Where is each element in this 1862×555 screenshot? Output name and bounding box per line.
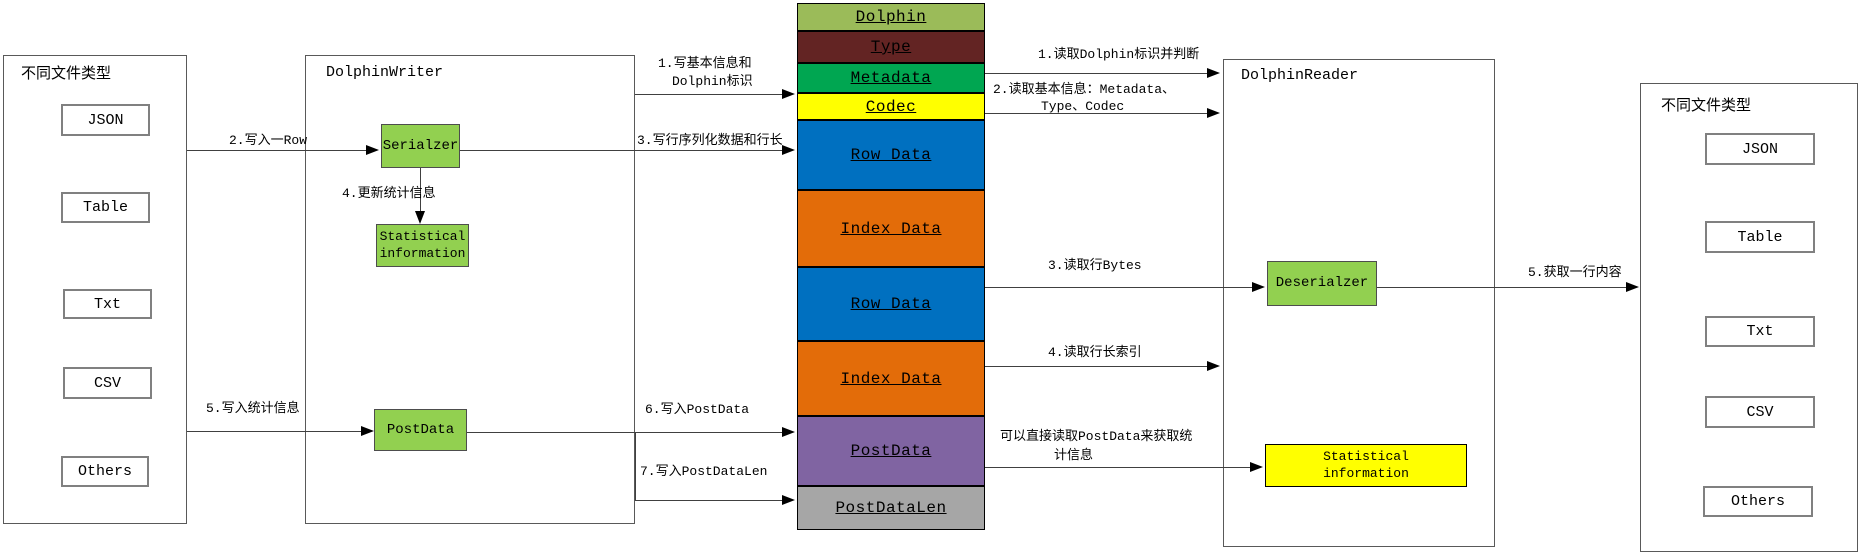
- read-step3-arrowhead: [1252, 282, 1265, 292]
- write-step6-arrow-line: [467, 432, 783, 433]
- read-step4-arrow-line: [985, 366, 1208, 367]
- read-postdata-note-line2: 计信息: [1054, 448, 1094, 463]
- read-step3-arrow-line: [985, 287, 1253, 288]
- left-file-csv: CSV: [63, 367, 152, 399]
- write-step3-arrow-line: [460, 150, 783, 151]
- write-step1-arrowhead: [782, 89, 795, 99]
- write-step2-label: 2.写入一Row: [229, 133, 308, 148]
- right-file-others: Others: [1703, 486, 1813, 517]
- right-file-txt: Txt: [1705, 316, 1815, 347]
- right-file-table: Table: [1705, 221, 1815, 253]
- stack-segment-index-data-1: Index Data: [797, 190, 985, 267]
- write-step4-arrowhead: [415, 211, 425, 224]
- read-step1-label: 1.读取Dolphin标识并判断: [1038, 47, 1200, 62]
- read-step5-arrow-line: [1377, 287, 1627, 288]
- read-step1-arrow-line: [985, 73, 1208, 74]
- write-step2-arrowhead: [366, 145, 379, 155]
- left-file-json: JSON: [61, 104, 150, 136]
- read-postdata-note-arrowhead: [1250, 462, 1263, 472]
- write-step1-arrow-line: [635, 94, 783, 95]
- reader-statistics-box: Statistical information: [1265, 444, 1467, 487]
- stack-segment-postdatalen: PostDataLen: [797, 486, 985, 530]
- write-step6-arrowhead: [782, 427, 795, 437]
- read-step5-arrowhead: [1626, 282, 1639, 292]
- write-step1-label-line2: Dolphin标识: [672, 74, 753, 89]
- write-step7-arrowhead: [782, 495, 795, 505]
- right-panel-title: 不同文件类型: [1661, 98, 1752, 115]
- read-step2-label-line1: 2.读取基本信息：Metadata、: [993, 82, 1176, 97]
- stack-segment-codec: Codec: [797, 93, 985, 120]
- read-postdata-note-line1: 可以直接读取PostData来获取统: [1000, 429, 1193, 444]
- right-file-json: JSON: [1705, 133, 1815, 165]
- write-step4-arrow-line: [420, 168, 421, 212]
- write-step7-arrow-line: [635, 500, 783, 501]
- writer-statistics-box: Statistical information: [376, 224, 469, 267]
- write-step7-label: 7.写入PostDataLen: [640, 464, 768, 479]
- read-step3-label: 3.读取行Bytes: [1048, 258, 1142, 273]
- read-step1-arrowhead: [1207, 68, 1220, 78]
- write-step7-branch-line: [635, 432, 636, 500]
- deserializer-box: Deserialzer: [1267, 261, 1377, 306]
- read-step2-arrowhead: [1207, 108, 1220, 118]
- left-file-others: Others: [61, 456, 149, 487]
- read-step4-arrowhead: [1207, 361, 1220, 371]
- reader-panel-title: DolphinReader: [1241, 67, 1359, 84]
- write-step3-label: 3.写行序列化数据和行长: [637, 133, 783, 148]
- stack-segment-row-data-2: Row Data: [797, 267, 985, 341]
- write-step4-label: 4.更新统计信息: [342, 186, 436, 201]
- stack-segment-type: Type: [797, 31, 985, 63]
- read-step2-label-line2: Type、Codec: [1041, 99, 1125, 114]
- read-step5-label: 5.获取一行内容: [1528, 265, 1622, 280]
- left-panel-title: 不同文件类型: [21, 66, 112, 83]
- read-step4-label: 4.读取行长索引: [1048, 345, 1142, 360]
- stack-segment-index-data-2: Index Data: [797, 341, 985, 416]
- writer-panel-title: DolphinWriter: [326, 64, 444, 81]
- dolphin-writer-panel: DolphinWriter: [305, 55, 635, 524]
- writer-postdata-box: PostData: [374, 409, 467, 451]
- read-postdata-note-arrow-line: [985, 467, 1251, 468]
- write-step5-label: 5.写入统计信息: [206, 401, 300, 416]
- stack-segment-metadata: Metadata: [797, 63, 985, 93]
- write-step1-label-line1: 1.写基本信息和: [658, 56, 752, 71]
- read-step2-arrow-line: [985, 113, 1208, 114]
- write-step5-arrowhead: [361, 426, 374, 436]
- write-step6-label: 6.写入PostData: [645, 402, 750, 417]
- stack-segment-dolphin: Dolphin: [797, 3, 985, 31]
- left-file-txt: Txt: [63, 289, 152, 319]
- serializer-box: Serialzer: [381, 124, 460, 168]
- dolphin-file-stack: Dolphin Type Metadata Codec Row Data Ind…: [797, 3, 985, 530]
- stack-segment-postdata: PostData: [797, 416, 985, 486]
- write-step2-arrow-line: [187, 150, 367, 151]
- write-step5-arrow-line: [187, 431, 362, 432]
- right-file-csv: CSV: [1705, 396, 1815, 428]
- left-file-table: Table: [61, 192, 150, 223]
- stack-segment-row-data-1: Row Data: [797, 120, 985, 190]
- write-step3-arrowhead: [782, 145, 795, 155]
